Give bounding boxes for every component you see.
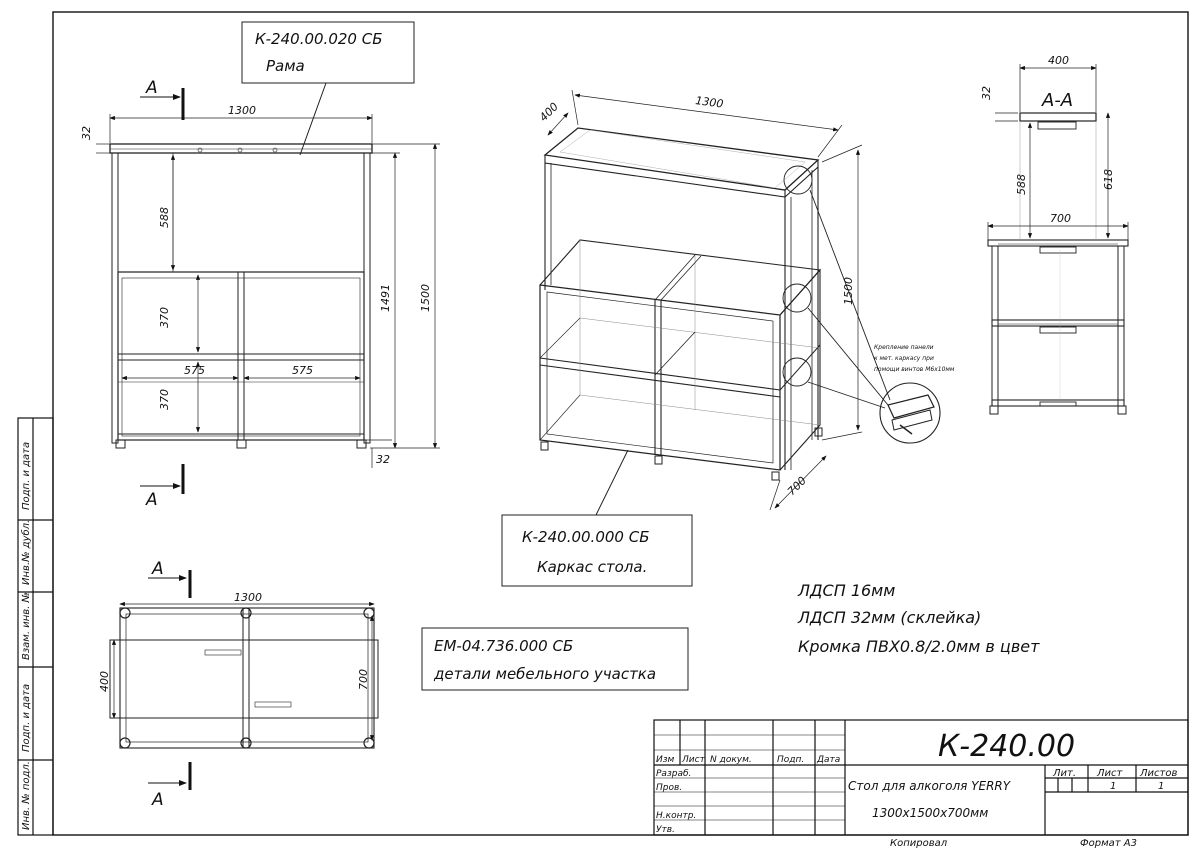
section-dim-inner-h: 588 [1015, 174, 1028, 195]
front-dim-foot: 32 [376, 453, 390, 466]
section-mark-top [140, 88, 185, 120]
tb-sheets-value: 1 [1158, 781, 1164, 792]
tb-role-nctrl: Н.контр. [656, 811, 696, 821]
frame-callout-box [241, 21, 415, 84]
tb-role-dev: Разраб. [656, 769, 691, 779]
material-line-3: Кромка ПВХ0.8/2.0мм в цвет [798, 637, 1040, 656]
section-title: А-А [1041, 90, 1073, 111]
tb-designation: К-240.00 [938, 729, 1075, 764]
tb-col-izm: Изм [656, 755, 675, 765]
material-line-1: ЛДСП 16мм [797, 581, 895, 600]
carcass-callout-box [501, 514, 693, 587]
carcass-callout-leader [595, 449, 629, 516]
tb-format: Формат А3 [1080, 838, 1137, 848]
front-dimension-lines [96, 114, 440, 468]
carcass-callout-code: К-240.00.000 СБ [522, 528, 649, 546]
tb-copied: Копировал [890, 838, 948, 848]
front-dim-width: 1300 [228, 104, 256, 117]
section-dimension-lines [987, 64, 1129, 240]
tb-col-doc: N докум. [710, 755, 752, 765]
iso-detail-note-2: к мет. каркасу при [874, 355, 934, 362]
front-dim-mid: 370 [158, 307, 171, 328]
iso-dim-width: 1300 [695, 94, 724, 111]
plan-dimension-lines [111, 601, 375, 741]
stamp-label-3: Взам. инв. № [21, 592, 32, 660]
tb-lit-label: Лит. [1052, 768, 1076, 779]
iso-detail-note-3: помощи винтов М6х10мм [874, 366, 955, 373]
carcass-callout-name: Каркас стола. [537, 558, 647, 576]
section-letter-bottom: А [145, 490, 158, 510]
front-dim-total-h: 1500 [419, 284, 432, 312]
plan-section-mark-top [148, 570, 192, 598]
title-block-grid [653, 719, 1189, 836]
plan-dim-inner: 700 [357, 669, 370, 690]
plan-dim-depth: 400 [98, 671, 111, 692]
front-dim-cell-left: 575 [184, 364, 205, 377]
side-stamp [17, 417, 54, 836]
front-dim-upper: 588 [158, 207, 171, 228]
section-dim-top-thk: 32 [980, 86, 993, 100]
plan-dim-width: 1300 [234, 591, 262, 604]
stamp-label-1: Подп. и дата [21, 442, 32, 510]
tb-col-date: Дата [816, 755, 840, 765]
frame-callout-code: К-240.00.020 СБ [255, 30, 382, 48]
front-view [109, 143, 373, 449]
frame-callout-leader [299, 82, 327, 156]
stamp-label-5: Инв. № подл. [21, 761, 32, 830]
tb-role-check: Пров. [656, 783, 682, 793]
front-dim-lower: 370 [158, 389, 171, 410]
frame-callout-name: Рама [266, 57, 305, 75]
section-dim-top-w: 400 [1048, 54, 1069, 67]
iso-dim-height: 1500 [842, 277, 855, 305]
tb-sheet-label: Лист [1096, 768, 1124, 779]
section-dim-total-h: 618 [1102, 169, 1115, 190]
section-mark-bottom [140, 464, 185, 494]
stamp-label-2: Инв.№ дубл. [20, 520, 32, 585]
iso-view [539, 127, 941, 481]
tb-sheets-label: Листов [1139, 768, 1177, 779]
plan-section-letter-top: А [151, 559, 164, 579]
furniture-callout-name: детали мебельного участка [433, 665, 656, 683]
iso-dimension-lines [547, 89, 863, 511]
section-dim-base-w: 700 [1050, 212, 1071, 225]
iso-detail-note-1: Крепление панели [874, 344, 934, 351]
plan-view [109, 607, 379, 749]
front-dim-top-thk: 32 [80, 126, 93, 140]
material-line-2: ЛДСП 32мм (склейка) [797, 608, 981, 627]
tb-col-sign: Подп. [777, 755, 804, 765]
section-view [987, 112, 1129, 415]
tb-sheet-value: 1 [1110, 781, 1116, 792]
plan-section-mark-bottom [148, 762, 192, 790]
tb-role-approve: Утв. [656, 825, 675, 835]
furniture-callout-box [421, 627, 689, 691]
stamp-label-4: Подп. и дата [21, 684, 32, 752]
front-dim-frame-h: 1491 [379, 284, 392, 312]
front-dim-cell-right: 575 [292, 364, 313, 377]
tb-name-line1: Стол для алкоголя YERRY [848, 779, 1012, 793]
furniture-callout-code: ЕМ-04.736.000 СБ [434, 637, 573, 655]
iso-dim-depth: 400 [537, 100, 561, 124]
tb-col-list: Лист [681, 755, 706, 765]
section-letter-top: А [145, 78, 158, 98]
tb-name-line2: 1300х1500х700мм [872, 806, 988, 820]
plan-section-letter-bottom: А [151, 790, 164, 810]
sheet-border [52, 11, 1189, 836]
